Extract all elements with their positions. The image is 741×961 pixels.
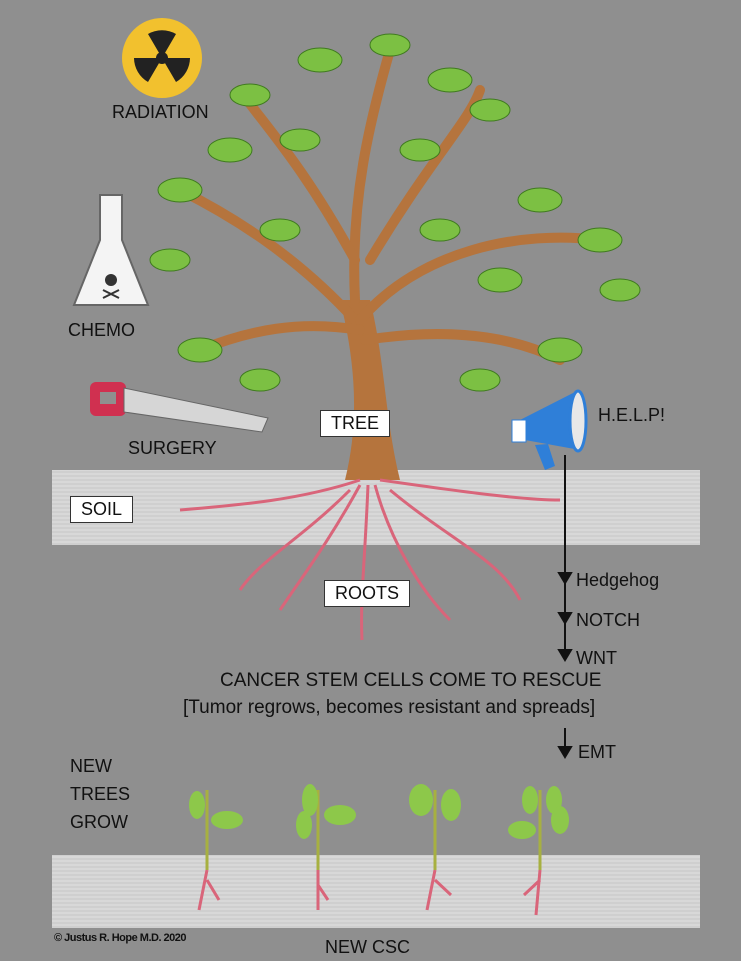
surgery-label: SURGERY (128, 438, 217, 458)
wnt-label: WNT (576, 648, 617, 668)
saplings (189, 784, 569, 916)
roots-label: ROOTS (324, 580, 411, 607)
rescue-title: CANCER STEM CELLS COME TO RESCUE (220, 670, 602, 691)
emt-label: EMT (578, 742, 616, 762)
new-trees-line2: TREES (70, 784, 131, 804)
chemo-label: CHEMO (68, 320, 135, 340)
soil-band-top (52, 470, 700, 545)
help-label: H.E.L.P! (598, 405, 666, 425)
megaphone-icon (511, 389, 588, 470)
new-csc-label: NEW CSC (325, 937, 410, 957)
hedgehog-label: Hedgehog (576, 570, 660, 590)
notch-label: NOTCH (576, 610, 640, 630)
rescue-subtitle: [Tumor regrows, becomes resistant and sp… (183, 697, 596, 718)
new-trees-line3: GROW (70, 812, 128, 832)
new-trees-line1: NEW (70, 756, 112, 776)
tree-illustration (149, 33, 641, 641)
copyright: © Justus R. Hope M.D. 2020 (54, 932, 187, 944)
saw-icon (90, 382, 269, 433)
new-trees-grow-label: NEW TREES GROW (70, 752, 130, 836)
radiation-icon (122, 18, 202, 98)
chemo-flask-icon (72, 194, 150, 306)
tree-label: TREE (320, 410, 391, 437)
radiation-label: RADIATION (112, 102, 209, 122)
soil-band-bottom (52, 855, 700, 928)
soil-label: SOIL (70, 496, 134, 523)
signal-arrow (557, 455, 573, 759)
